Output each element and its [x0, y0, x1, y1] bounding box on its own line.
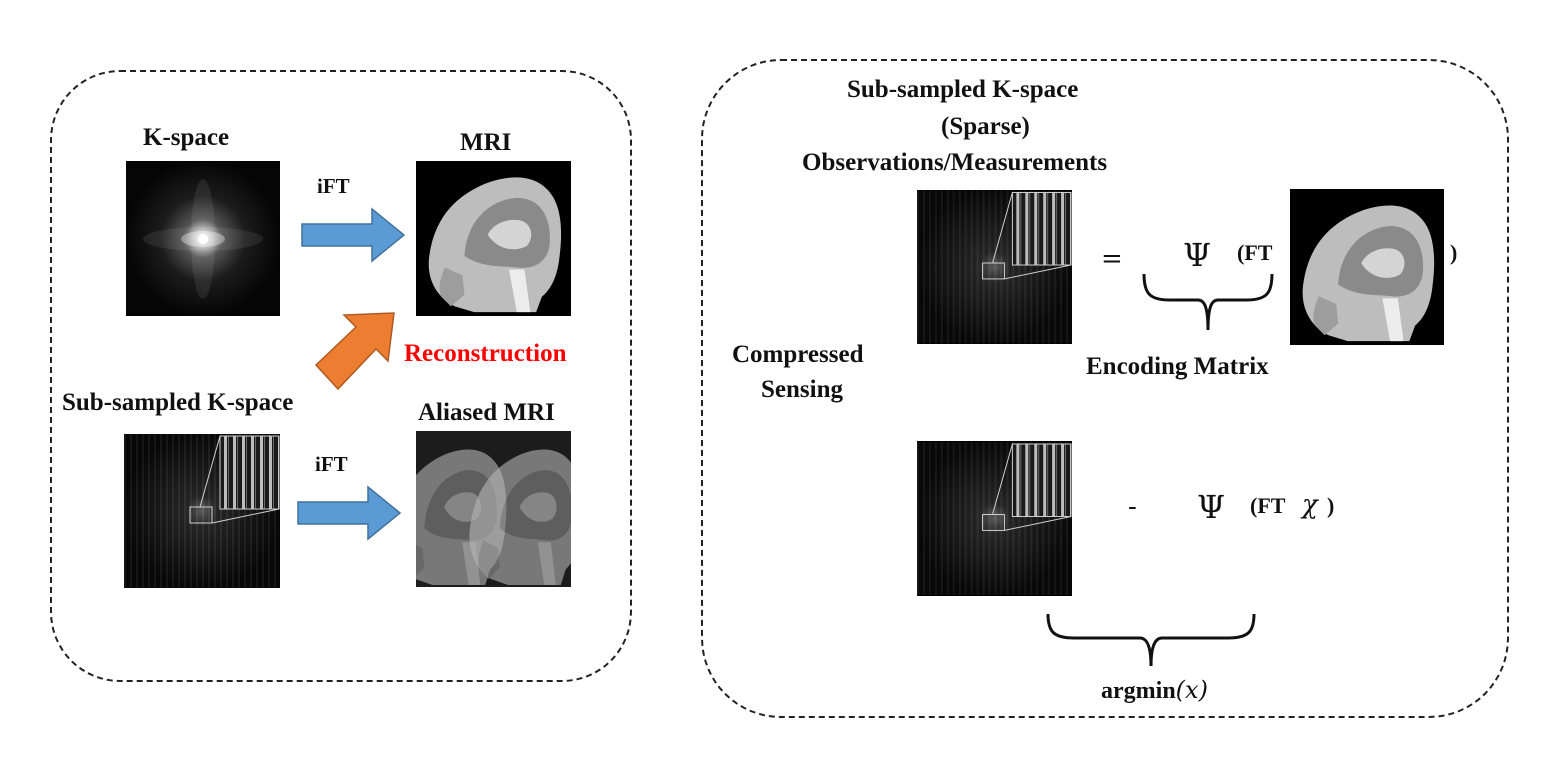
ft-open-1: (FT [1237, 240, 1273, 265]
right-title-line2: (Sparse) [941, 113, 1030, 140]
argmin-label: argmin(x) [1101, 676, 1208, 705]
mri-image [416, 161, 571, 316]
aliased-mri-label: Aliased MRI [418, 399, 555, 426]
close-paren-2: ) [1327, 493, 1335, 518]
x-variable: χ [1302, 490, 1318, 520]
kspace-image [126, 161, 280, 316]
ift-label-top: iFT [317, 174, 350, 198]
argmin-brace [1046, 613, 1256, 667]
right-title-line3: Observations/Measurements [802, 149, 1108, 176]
subsampled-kspace-image [124, 434, 280, 588]
observation-kspace-image [917, 441, 1072, 596]
mri-label: MRI [460, 129, 512, 156]
ift-label-bottom: iFT [315, 452, 348, 476]
measurement-kspace-image [917, 190, 1072, 344]
reconstruction-label: Reconstruction [404, 340, 567, 367]
argmin-argument: (x) [1175, 676, 1208, 704]
kspace-label: K-space [143, 124, 230, 151]
encoded-mri-image [1290, 189, 1444, 345]
psi-symbol-1: Ψ [1183, 236, 1212, 274]
encoding-matrix-label: Encoding Matrix [1086, 353, 1269, 380]
aliased-mri-image [416, 431, 571, 587]
subsampled-kspace-label: Sub-sampled K-space [62, 389, 294, 416]
ft-open-2: (FT [1250, 493, 1286, 518]
blue-arrow-top [301, 207, 406, 263]
psi-symbol-2: Ψ [1197, 488, 1226, 526]
right-title-line1: Sub-sampled K-space [847, 76, 1079, 103]
compressed-sensing-line2: Sensing [761, 376, 843, 403]
equals-sign: = [1101, 244, 1123, 274]
orange-arrow [314, 312, 395, 391]
compressed-sensing-line1: Compressed [732, 341, 864, 368]
left-panel [50, 70, 632, 682]
minus-sign: - [1128, 492, 1137, 522]
argmin-word: argmin [1101, 678, 1176, 704]
encoding-brace [1142, 273, 1274, 331]
close-paren-1: ) [1450, 240, 1458, 265]
blue-arrow-bottom [297, 485, 402, 541]
right-panel [701, 59, 1509, 718]
